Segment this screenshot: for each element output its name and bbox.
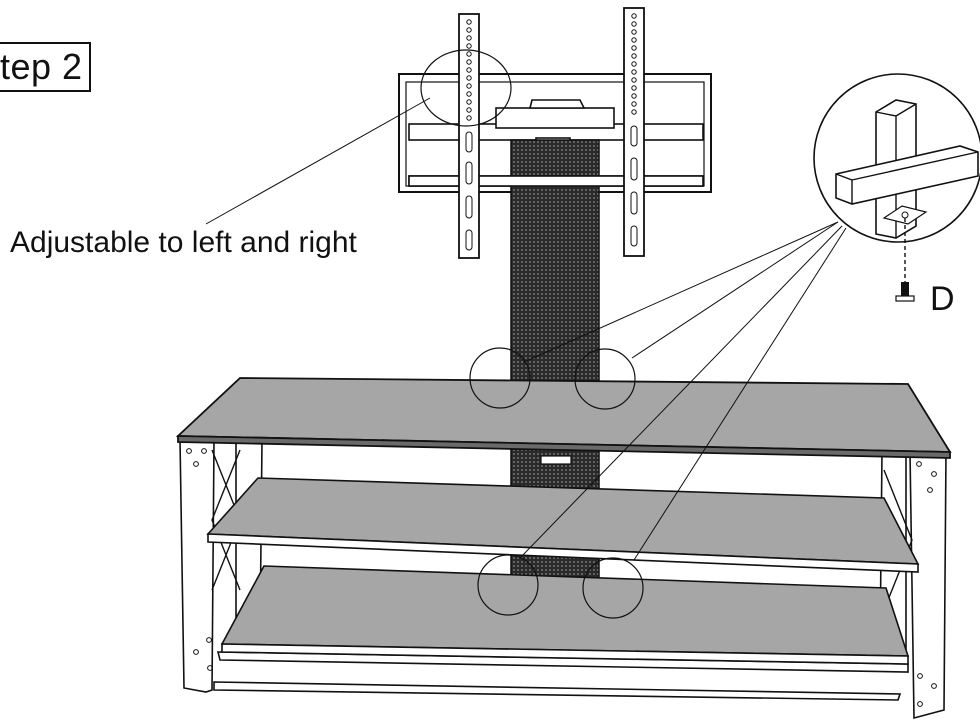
screw-d-icon <box>895 218 915 302</box>
callout-circle-top-left <box>469 347 531 409</box>
bottom-shelf <box>220 565 910 665</box>
adjustable-callout-label: Adjustable to left and right <box>10 226 357 259</box>
callout-circle-bracket <box>420 49 512 127</box>
detail-magnifier <box>813 73 980 243</box>
step-label: tep 2 <box>0 42 91 92</box>
leader-lines <box>205 97 847 561</box>
middle-shelf <box>206 477 920 573</box>
callout-circle-top-right <box>574 348 636 410</box>
part-d-label: D <box>930 280 955 318</box>
callout-circle-mid-right <box>582 557 644 619</box>
mounting-arm-left <box>458 13 480 259</box>
top-shelf <box>175 377 952 459</box>
callout-circles <box>420 49 644 619</box>
bracket-crossbar <box>408 175 704 187</box>
mounting-arm-right <box>623 7 645 257</box>
callout-circle-mid-left <box>477 554 539 616</box>
